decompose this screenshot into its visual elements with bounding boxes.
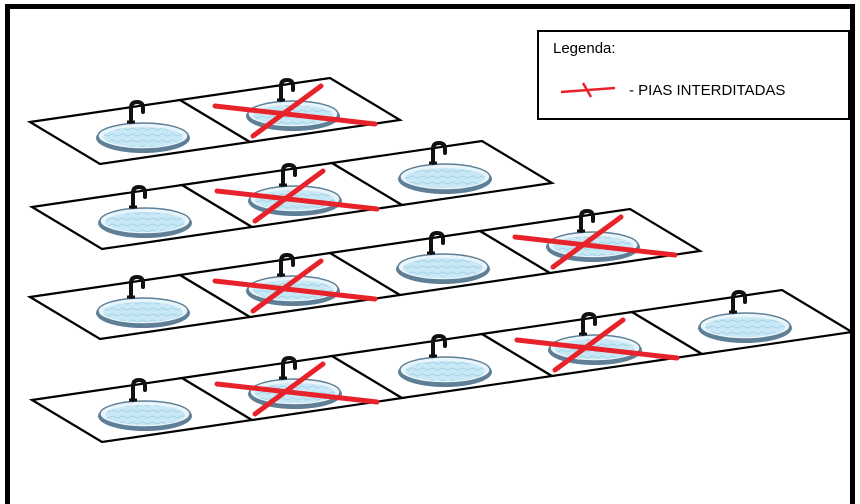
interdicted-cross-mark xyxy=(512,214,678,270)
sink-tile-interdicted xyxy=(478,310,706,378)
sink-tile-interdicted xyxy=(178,354,406,422)
sink-tile-interdicted xyxy=(176,76,404,144)
sink-tile xyxy=(328,139,556,207)
interdicted-cross-mark xyxy=(514,317,680,373)
sink-basin xyxy=(96,122,190,153)
sink-basin xyxy=(396,253,490,284)
faucet-icon xyxy=(281,162,297,187)
interdicted-cross-mark xyxy=(214,168,380,224)
sink-basin xyxy=(698,312,792,343)
sink-basin xyxy=(98,400,192,431)
row-3 xyxy=(26,207,704,341)
interdicted-cross-mark xyxy=(212,83,378,139)
faucet-icon xyxy=(431,333,447,358)
sink-tile xyxy=(26,273,254,341)
faucet-icon xyxy=(431,140,447,165)
sink-tile xyxy=(326,229,554,297)
sink-tile-interdicted xyxy=(178,161,406,229)
faucet-icon xyxy=(429,230,445,255)
sink-tile xyxy=(26,98,254,166)
sink-basin xyxy=(98,207,192,238)
sink-tile-interdicted xyxy=(476,207,704,275)
faucet-icon xyxy=(581,311,597,336)
row-1 xyxy=(26,76,404,166)
legend-box: Legenda: - PIAS INTERDITADAS xyxy=(537,30,850,120)
faucet-icon xyxy=(579,208,595,233)
sink-basin xyxy=(96,297,190,328)
sink-tile xyxy=(28,376,256,444)
faucet-icon xyxy=(279,252,295,277)
sink-tile-interdicted xyxy=(176,251,404,319)
faucet-icon xyxy=(129,99,145,124)
sink-tile xyxy=(628,288,856,356)
sink-basin xyxy=(398,356,492,387)
faucet-icon xyxy=(731,289,747,314)
legend-text: - PIAS INTERDITADAS xyxy=(629,82,786,99)
faucet-icon xyxy=(279,77,295,102)
faucet-icon xyxy=(281,355,297,380)
row-2 xyxy=(28,139,556,251)
legend-title: Legenda: xyxy=(553,40,616,57)
interdicted-cross-mark xyxy=(214,361,380,417)
sink-tile xyxy=(328,332,556,400)
faucet-icon xyxy=(129,274,145,299)
legend-cross-icon xyxy=(560,82,616,98)
row-4 xyxy=(28,288,856,444)
faucet-icon xyxy=(131,377,147,402)
sink-basin xyxy=(398,163,492,194)
interdicted-cross-mark xyxy=(212,258,378,314)
faucet-icon xyxy=(131,184,147,209)
